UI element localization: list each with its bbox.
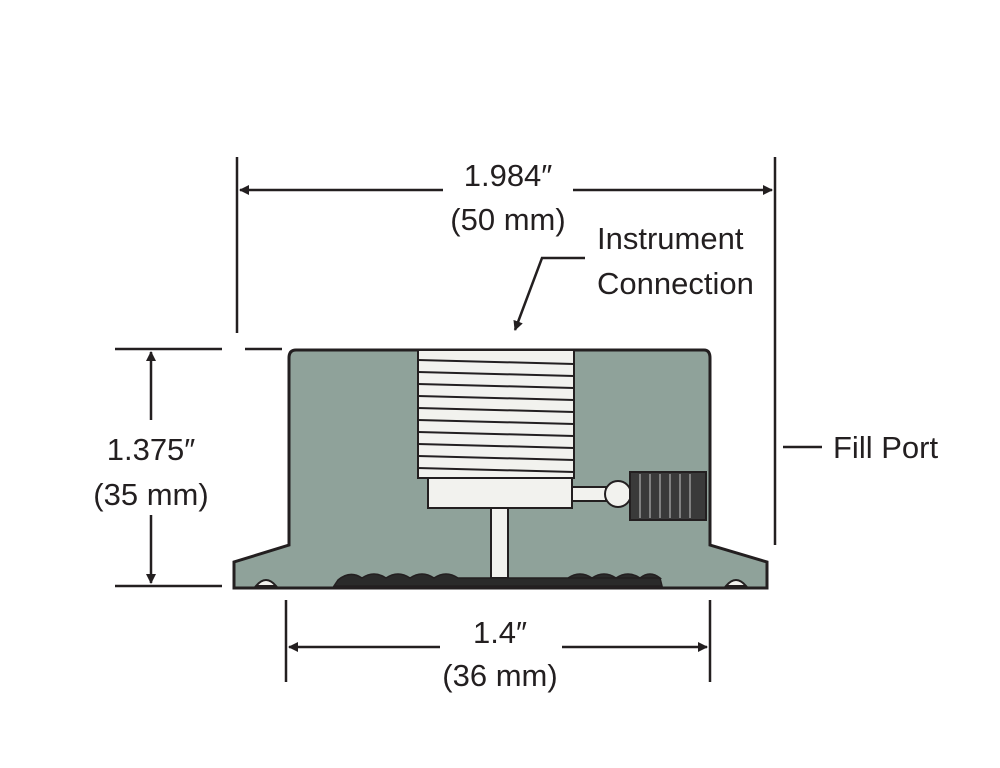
instrument-connection-label-1: Instrument (597, 221, 744, 256)
height-mm-label: (35 mm) (93, 477, 208, 512)
seal-body (232, 348, 769, 590)
fill-port-threads (629, 471, 707, 521)
base-mm-label: (36 mm) (442, 658, 557, 693)
fill-port-label: Fill Port (833, 430, 938, 465)
extension-lines (115, 157, 822, 682)
height-inches-label: 1.375″ (107, 432, 196, 467)
instrument-threads (417, 359, 575, 473)
diaphragm (332, 573, 663, 587)
dimension-arrows (146, 185, 773, 652)
width-mm-label: (50 mm) (450, 202, 565, 237)
instrument-connection-label-2: Connection (597, 266, 754, 301)
width-inches-label: 1.984″ (464, 158, 553, 193)
base-inches-label: 1.4″ (473, 615, 527, 650)
